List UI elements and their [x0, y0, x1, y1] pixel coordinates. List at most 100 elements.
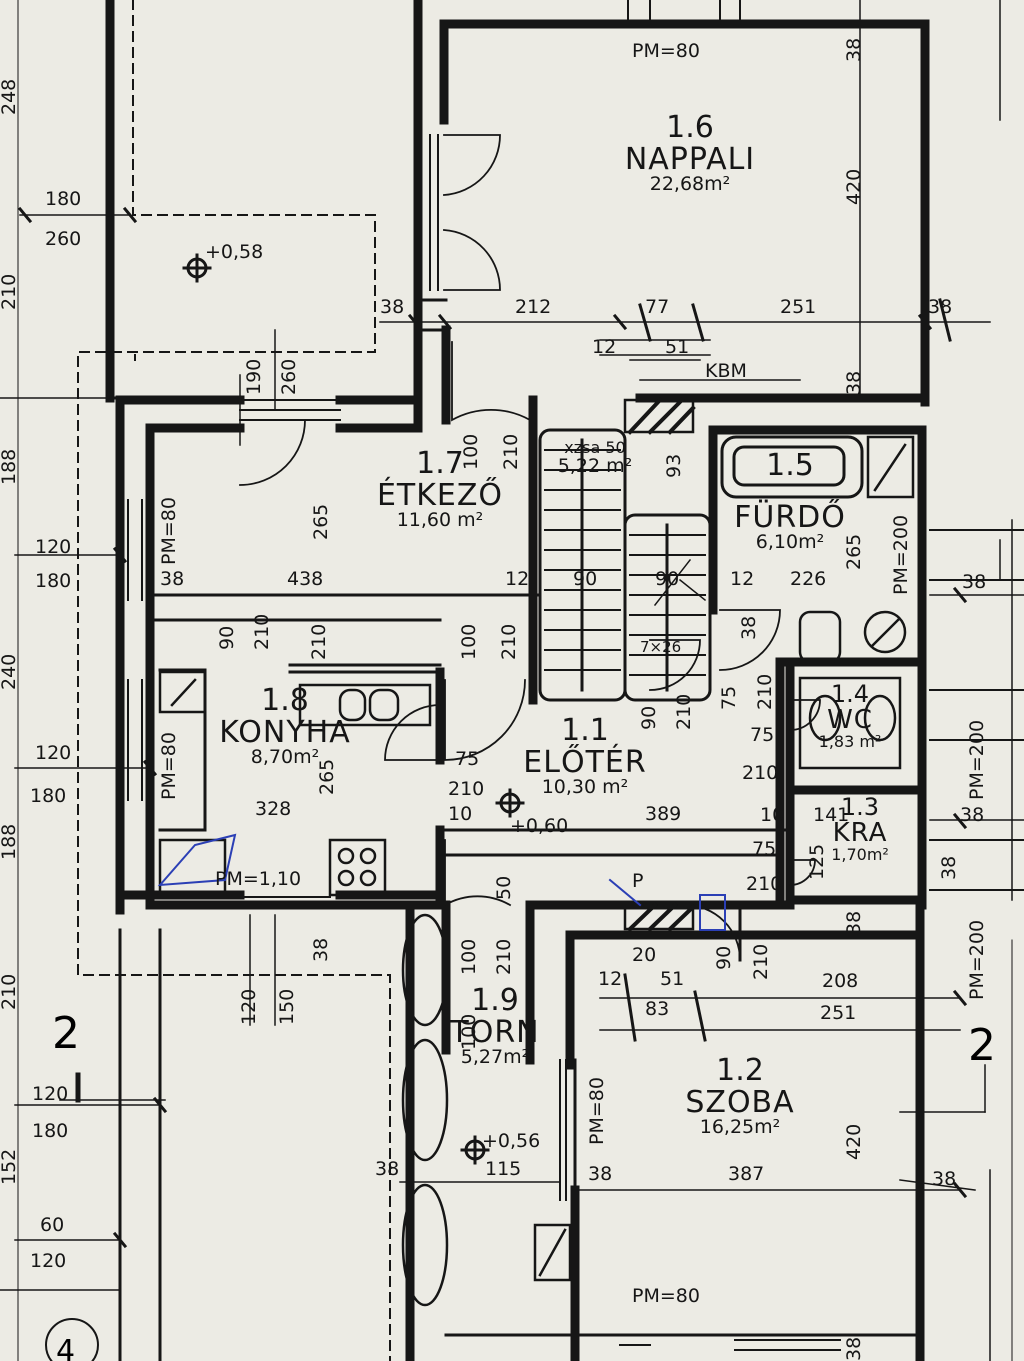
section-left-label: 2 [52, 1008, 80, 1059]
section-markers [45, 1072, 99, 1361]
dimension-label: 208 [822, 970, 859, 992]
misc-lines [599, 339, 976, 1191]
dimension-label: 210 [448, 778, 485, 800]
p-mark-label: P [632, 870, 644, 892]
dimension-label: 260 [278, 358, 300, 395]
dimension-label: 38 [938, 855, 960, 880]
dimension-label: 210 [750, 943, 772, 980]
pm-label: PM=80 [158, 732, 180, 800]
dimension-label: 75 [750, 724, 775, 746]
dimension-ticks [17, 206, 968, 1249]
dimension-label: 38 [843, 1336, 865, 1361]
dimension-label: 10 [760, 804, 785, 826]
room-wc: 1.4 WC 1,83 m² [800, 680, 900, 752]
bathtub [720, 435, 864, 499]
dimension-label: 90 [638, 705, 660, 730]
room-area: 1,70m² [831, 845, 889, 865]
pm-label: PM=80 [586, 1077, 608, 1145]
main-walls [105, 0, 930, 1361]
room-name: ÉTKEZŐ [376, 477, 504, 513]
windows [127, 0, 1024, 1351]
dimension-label: 152 [0, 1148, 20, 1185]
dimension-label: 38 [962, 571, 987, 593]
dimension-label: 190 [243, 358, 265, 395]
dimension-label: 420 [843, 168, 865, 205]
room-number: 1.7 [416, 446, 464, 481]
dimension-label: 188 [0, 448, 20, 485]
kbm-label: KBM [705, 360, 747, 382]
room-area: 10,30 m² [541, 776, 629, 798]
room-name: SZOBA [685, 1084, 795, 1120]
dimension-label: 120 [238, 988, 260, 1025]
room-furdo: 1.5 FÜRDŐ 6,10m² [725, 450, 855, 553]
dimension-label: 180 [45, 188, 82, 210]
room-area: 6,10m² [755, 531, 825, 553]
dimension-label: 75 [718, 685, 740, 710]
room-area: 1,83 m² [818, 732, 882, 752]
room-konyha: 1.8 KONYHA 8,70m² [200, 685, 370, 768]
elevation-label: +0,60 [510, 815, 569, 837]
room-number: 1.5 [766, 448, 814, 483]
room-number: 1.2 [716, 1053, 764, 1088]
dimension-label: 115 [485, 1158, 522, 1180]
dimension-label: 210 [251, 613, 273, 650]
bath-fixtures [798, 435, 915, 770]
dimension-label: 75 [455, 748, 480, 770]
dimension-label: 248 [0, 78, 20, 115]
dimension-label: 38 [932, 1168, 957, 1190]
room-number: 1.4 [830, 680, 870, 708]
dimension-label: 12 [598, 968, 623, 990]
dimension-label: 210 [673, 693, 695, 730]
dimension-label: 12 [505, 568, 530, 590]
blue-annotations [157, 833, 726, 931]
dimension-label: 38 [588, 1163, 613, 1185]
dimension-label: 90 [216, 625, 238, 650]
room-number: 1.1 [561, 713, 609, 748]
room-name: FÜRDŐ [734, 499, 846, 535]
room-name: WC [827, 705, 873, 736]
elevation-label: +0,58 [205, 241, 264, 263]
elevation-label: +0,56 [482, 1130, 541, 1152]
level-markers [182, 253, 525, 1165]
kitchen-fixtures [158, 670, 432, 897]
dimension-label: 38 [843, 370, 865, 395]
pm-label: PM=80 [632, 1285, 700, 1307]
dimension-label: 100 [458, 1013, 480, 1050]
section-right-label: 2 [968, 1020, 996, 1071]
room-nappali: 1.6 NAPPALI 22,68m² [600, 112, 780, 195]
dimension-label: 120 [32, 1083, 69, 1105]
room-number: 1.6 [666, 110, 714, 145]
stair-label: xzsa 50 5,22 m² [545, 439, 645, 477]
dimension-label: 120 [30, 1250, 67, 1272]
dimension-label: 125 [806, 843, 828, 880]
dimension-label: 12 [730, 568, 755, 590]
dimension-label: 120 [35, 742, 72, 764]
dimension-label: 38 [380, 296, 405, 318]
dimension-label: 90 [655, 568, 680, 590]
pm-label: PM=80 [158, 497, 180, 565]
stair-area: 5,22 m² [557, 454, 633, 477]
dimension-label: 38 [843, 910, 865, 935]
room-name: KONYHA [219, 714, 351, 750]
dimension-label: 12 [592, 336, 617, 358]
room-area: 8,70m² [250, 746, 320, 768]
dimension-label: 265 [310, 503, 332, 540]
dimension-label: 251 [820, 1002, 857, 1024]
dimension-label: 226 [790, 568, 827, 590]
dimension-label: 38 [960, 804, 985, 826]
dimension-label: 210 [0, 273, 20, 310]
room-etkezo: 1.7 ÉTKEZŐ 11,60 m² [355, 448, 525, 531]
dimension-label: 260 [45, 228, 82, 250]
chimney-blocks [623, 397, 696, 932]
dimension-label: 180 [30, 785, 67, 807]
room-szoba: 1.2 SZOBA 16,25m² [655, 1055, 825, 1138]
pm-label: PM=200 [966, 719, 988, 800]
dimension-label: 100 [458, 623, 480, 660]
pm-label: PM=1,10 [215, 868, 302, 890]
dimension-label: 420 [843, 1123, 865, 1160]
room-number: 1.3 [840, 793, 880, 821]
dimension-label: 265 [843, 533, 865, 570]
pm-label: PM=80 [632, 40, 700, 62]
room-number: 1.8 [261, 683, 309, 718]
